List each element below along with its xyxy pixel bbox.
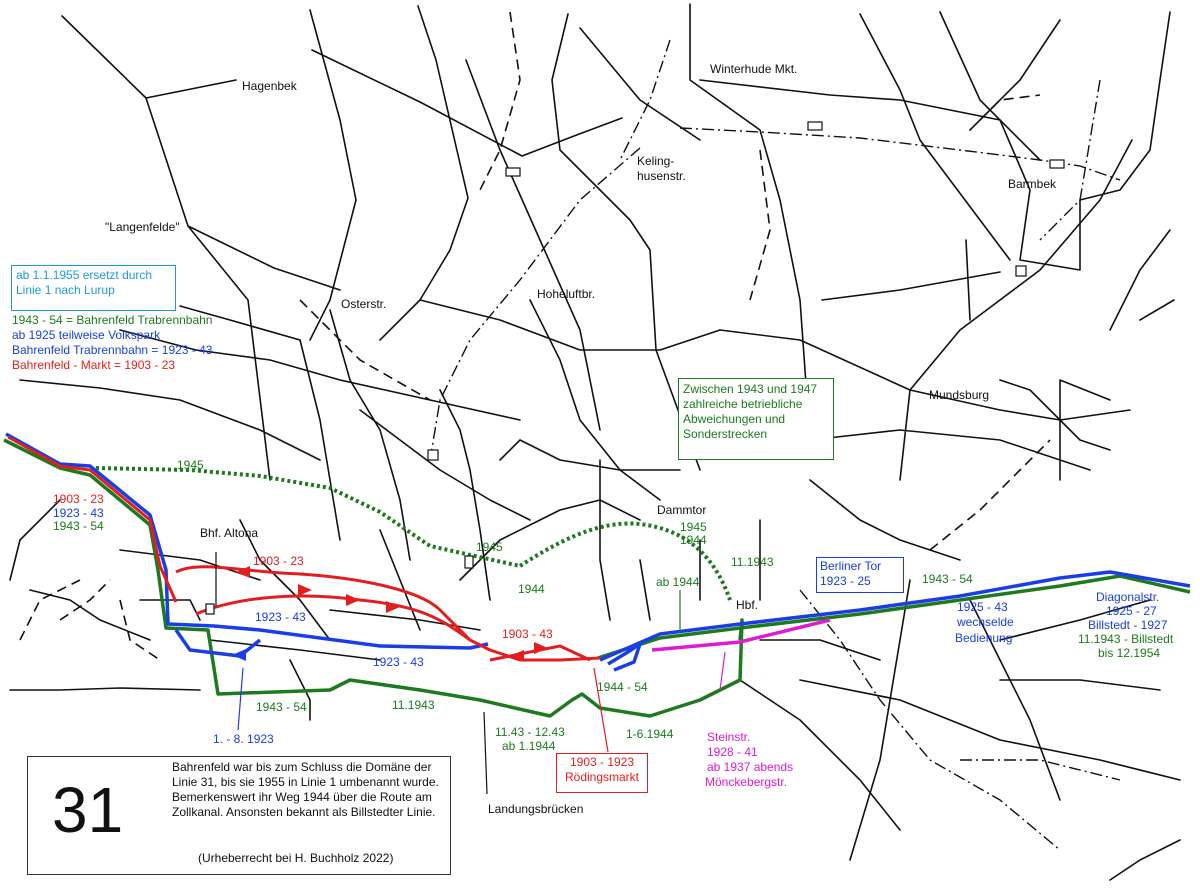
label-east-green: 1943 - 54: [922, 572, 973, 586]
station-markers: [205, 121, 1065, 615]
berliner-tor-box: Berliner Tor 1923 - 25: [816, 557, 904, 593]
place-hagenbek: Hagenbek: [242, 79, 297, 93]
place-bhf-altona: Bhf. Altona: [200, 526, 259, 540]
label-dammtor-1944: 1944: [680, 533, 707, 547]
place-mundsburg: Mundsburg: [929, 388, 990, 402]
line-description: Bahrenfeld war bis zum Schluss die Domän…: [172, 760, 439, 819]
label-blue-top: 1923 - 43: [255, 610, 306, 624]
deviation-note: Zwischen 1943 und 1947 zahlreiche betrie…: [678, 378, 834, 460]
label-west-green: 1943 - 54: [53, 519, 104, 533]
place-kelinghusenstr-1: Keling-: [637, 154, 675, 168]
label-1945-west: 1945: [177, 458, 204, 472]
callout-lines: [215, 552, 726, 795]
blue-arrow: [232, 649, 246, 661]
label-ab-1944: ab 1944: [656, 575, 700, 589]
label-mid-1945: 1945: [476, 540, 503, 554]
label-diag-5: bis 12.1954: [1098, 646, 1161, 660]
dashed-lines: [19, 11, 1051, 661]
label-wechsel-1: 1925 - 43: [957, 600, 1008, 614]
berliner-tor-line-1: Berliner Tor: [820, 559, 882, 573]
label-blue-bottom: 1. - 8. 1923: [213, 732, 274, 746]
label-1143-1: 11.43 - 12.43: [495, 725, 565, 739]
line-number: 31: [52, 774, 124, 846]
roedingsmarkt-line-2: Rödingsmarkt: [564, 770, 640, 784]
place-langenfelde: "Langenfelde": [105, 220, 180, 234]
roedingsmarkt-box: 1903 - 1923 Rödingsmarkt: [556, 753, 648, 793]
base-network: [9, 3, 1181, 881]
place-barmbek: Barmbek: [1008, 177, 1057, 191]
place-kelinghusenstr-2: husenstr.: [637, 169, 686, 183]
label-1-6-1944: 1-6.1944: [626, 727, 674, 741]
label-west-blue: 1923 - 43: [53, 506, 104, 520]
legend-blue-2: Bahrenfeld Trabrennbahn = 1923 - 43: [12, 343, 213, 357]
legend-red: Bahrenfeld - Markt = 1903 - 23: [12, 358, 176, 372]
dotted-1945: [95, 466, 732, 601]
line-info-box: 31 Bahrenfeld war bis zum Schluss die Do…: [27, 756, 451, 875]
label-11-1943: 11.1943: [392, 698, 435, 712]
label-diag-1: Diagonalstr.: [1096, 590, 1160, 604]
legend-blue-1: ab 1925 teilweise Volkspark: [12, 328, 161, 342]
label-steinstr-1: Steinstr.: [707, 730, 751, 744]
blue-route: [5, 432, 1191, 672]
berliner-tor-line-2: 1923 - 25: [820, 574, 871, 588]
deviation-note-line-3: Abweichungen und: [683, 412, 786, 426]
label-wechsel-3: Bedienung: [955, 631, 1013, 645]
route-arrows: [236, 566, 548, 662]
label-steinstr-2: 1928 - 41: [707, 745, 758, 759]
deviation-note-line-4: Sonderstrecken: [683, 427, 768, 441]
label-diag-4: 11.1943 - Billstedt: [1078, 632, 1174, 646]
dash-dot-lines: [429, 39, 1121, 851]
label-diag-2: 1925 - 27: [1106, 604, 1157, 618]
label-1143-2: ab 1.1944: [502, 739, 556, 753]
magenta-route: [651, 618, 831, 652]
label-west-red: 1903 - 23: [53, 492, 104, 506]
legend: 1943 - 54 = Bahrenfeld Trabrennbahn ab 1…: [12, 313, 212, 373]
label-mid-1944: 1944: [518, 582, 545, 596]
deviation-note-line-2: zahlreiche betriebliche: [683, 397, 803, 411]
place-winterhude: Winterhude Mkt.: [710, 62, 798, 76]
label-diag-3: Billstedt - 1927: [1088, 618, 1168, 632]
label-11-1943-hbf: 11.1943: [731, 555, 774, 569]
place-landungsbruecken: Landungsbrücken: [488, 802, 584, 816]
deviation-note-line-1: Zwischen 1943 und 1947: [683, 382, 818, 396]
place-hbf: Hbf.: [736, 598, 759, 612]
lurup-note-line-1: ab 1.1.1955 ersetzt durch: [16, 268, 153, 282]
legend-green: 1943 - 54 = Bahrenfeld Trabrennbahn: [12, 313, 213, 327]
red-route: [7, 435, 601, 662]
label-red-top: 1903 - 23: [253, 554, 304, 568]
lurup-note-line-2: Linie 1 nach Lurup: [16, 283, 115, 297]
lurup-note: ab 1.1.1955 ersetzt durch Linie 1 nach L…: [11, 265, 176, 311]
green-route: [3, 438, 1191, 718]
place-hoheluftbr: Hoheluftbr.: [537, 287, 596, 301]
copyright-note: (Urheberrecht bei H. Buchholz 2022): [198, 851, 394, 865]
label-green-bottom: 1943 - 54: [256, 700, 307, 714]
label-steinstr-3: ab 1937 abends: [707, 760, 794, 774]
label-wechsel-2: wechselde: [957, 615, 1014, 629]
place-dammtor: Dammtor: [657, 503, 707, 517]
roedingsmarkt-line-1: 1903 - 1923: [569, 755, 635, 769]
label-blue-mid: 1923 - 43: [373, 655, 424, 669]
place-osterstr: Osterstr.: [341, 297, 387, 311]
label-dammtor-1945: 1945: [680, 520, 707, 534]
label-1944-54: 1944 - 54: [597, 680, 648, 694]
label-red-mid: 1903 - 43: [502, 627, 553, 641]
label-steinstr-4: Mönckebergstr.: [705, 775, 788, 789]
